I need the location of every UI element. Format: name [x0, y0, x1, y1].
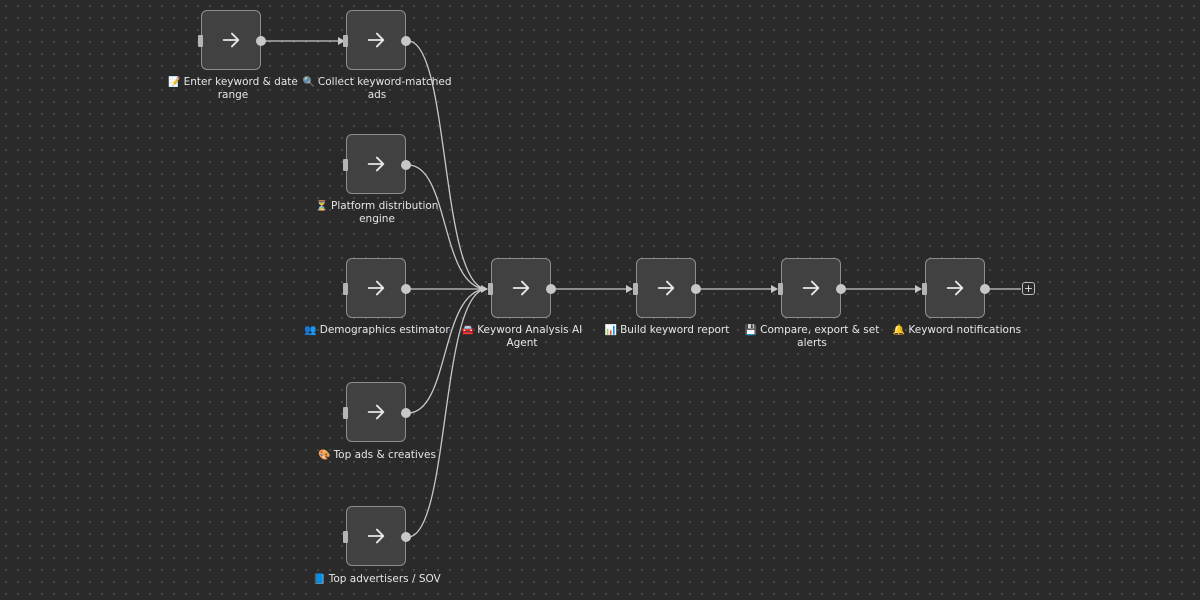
- input-port[interactable]: [488, 283, 493, 295]
- arrow-right-icon: [365, 401, 387, 423]
- node-label: 📘Top advertisers / SOV: [313, 573, 441, 585]
- output-port[interactable]: [401, 284, 411, 294]
- input-port[interactable]: [343, 407, 348, 419]
- node-compare-export[interactable]: [778, 258, 846, 318]
- node-label: 📊Build keyword report: [604, 324, 730, 336]
- input-port[interactable]: [778, 283, 783, 295]
- arrow-right-icon: [944, 277, 966, 299]
- arrow-right-icon: [365, 29, 387, 51]
- input-port[interactable]: [343, 283, 348, 295]
- book-icon: 📘: [313, 574, 326, 585]
- node-top-ads[interactable]: [343, 382, 411, 442]
- input-port[interactable]: [922, 283, 927, 295]
- node-label: 🔍Collect keyword-matched ads: [302, 76, 452, 101]
- output-port[interactable]: [836, 284, 846, 294]
- node-label: 👥Demographics estimator: [304, 324, 450, 336]
- node-top-advertisers[interactable]: [343, 506, 411, 566]
- floppy-disk-icon: 💾: [744, 325, 758, 336]
- input-port[interactable]: [343, 35, 348, 47]
- output-port[interactable]: [691, 284, 701, 294]
- arrow-right-icon: [220, 29, 242, 51]
- memo-icon: 📝: [168, 77, 181, 88]
- output-port[interactable]: [256, 36, 266, 46]
- edge-platform-to-agent: [407, 164, 488, 290]
- car-icon: 🚘: [461, 325, 475, 336]
- node-build-report[interactable]: [633, 258, 701, 318]
- node-label: 💾Compare, export & set alerts: [744, 324, 880, 349]
- node-label: 🚘Keyword Analysis AI Agent: [461, 324, 583, 349]
- output-port[interactable]: [980, 284, 990, 294]
- edge-topads-to-agent: [407, 288, 488, 414]
- arrow-right-icon: [365, 277, 387, 299]
- node-platform-distribution[interactable]: [343, 134, 411, 194]
- node-enter-keyword[interactable]: [198, 10, 266, 70]
- palette-icon: 🎨: [318, 450, 331, 461]
- node-notifications[interactable]: [922, 258, 990, 318]
- input-port[interactable]: [198, 35, 203, 47]
- hourglass-icon: ⏳: [315, 201, 328, 212]
- output-port[interactable]: [401, 36, 411, 46]
- output-port[interactable]: [401, 160, 411, 170]
- node-demographics[interactable]: [343, 258, 411, 318]
- add-node-button[interactable]: +: [1022, 282, 1035, 295]
- arrow-right-icon: [655, 277, 677, 299]
- node-label: 🔔Keyword notifications: [892, 324, 1022, 336]
- arrow-right-icon: [365, 153, 387, 175]
- magnifier-icon: 🔍: [302, 77, 315, 88]
- arrow-right-icon: [510, 277, 532, 299]
- output-port[interactable]: [401, 532, 411, 542]
- input-port[interactable]: [633, 283, 638, 295]
- arrow-right-icon: [800, 277, 822, 299]
- node-label: ⏳Platform distribution engine: [315, 200, 439, 225]
- plus-icon: +: [1023, 282, 1034, 295]
- output-port[interactable]: [546, 284, 556, 294]
- node-ai-agent[interactable]: [488, 258, 556, 318]
- input-port[interactable]: [343, 531, 348, 543]
- input-port[interactable]: [343, 159, 348, 171]
- node-collect-ads[interactable]: [343, 10, 411, 70]
- bar-chart-icon: 📊: [604, 325, 618, 336]
- arrow-right-icon: [365, 525, 387, 547]
- node-label: 🎨Top ads & creatives: [318, 449, 436, 461]
- output-port[interactable]: [401, 408, 411, 418]
- node-label: 📝Enter keyword & date range: [168, 76, 298, 101]
- people-icon: 👥: [304, 325, 317, 336]
- bell-icon: 🔔: [892, 325, 906, 336]
